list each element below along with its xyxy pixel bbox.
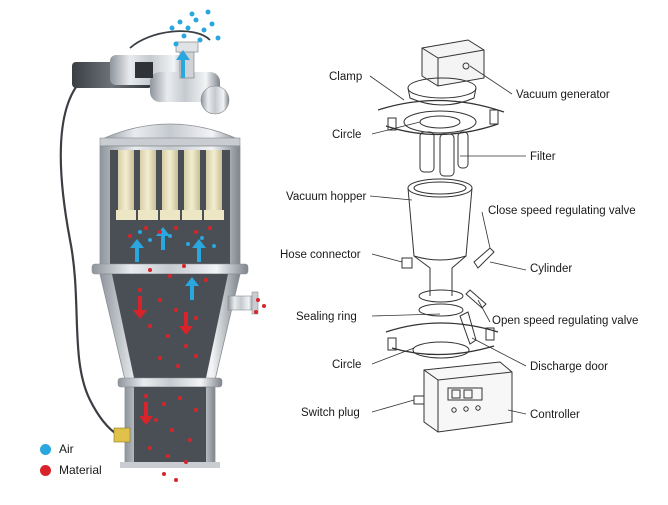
vacuum-generator-assembly — [72, 41, 230, 115]
material-particles — [128, 226, 266, 482]
label-circle-top: Circle — [332, 129, 362, 141]
air-hose — [59, 69, 119, 436]
label-open-speed-regulating-valve: Open speed regulating valve — [492, 315, 639, 327]
label-vacuum-hopper: Vacuum hopper — [286, 191, 367, 203]
label-switch-plug: Switch plug — [301, 407, 360, 419]
legend-label-air: Air — [59, 442, 74, 456]
label-clamp: Clamp — [329, 71, 363, 83]
air-dot-icon — [40, 444, 51, 455]
air-arrows — [130, 50, 206, 300]
label-close-speed-regulating-valve: Close speed regulating valve — [488, 205, 636, 217]
label-filter: Filter — [530, 151, 556, 163]
label-controller: Controller — [530, 409, 580, 421]
label-circle-bottom: Circle — [332, 359, 362, 371]
label-vacuum-generator: Vacuum generator — [516, 89, 610, 101]
switch-plug — [113, 427, 131, 443]
label-discharge-door: Discharge door — [530, 361, 608, 373]
conveyor-cutaway-illustration — [59, 9, 266, 482]
label-cylinder: Cylinder — [530, 263, 573, 275]
material-arrows — [133, 296, 193, 425]
label-hose-connector: Hose connector — [280, 249, 361, 261]
label-sealing-ring: Sealing ring — [296, 311, 357, 323]
legend-item-material: Material — [40, 463, 102, 477]
legend-label-material: Material — [59, 463, 102, 477]
legend-item-air: Air — [40, 442, 74, 456]
material-dot-icon — [40, 465, 51, 476]
lid-dome — [99, 123, 241, 141]
filter-cartridges — [116, 150, 224, 220]
